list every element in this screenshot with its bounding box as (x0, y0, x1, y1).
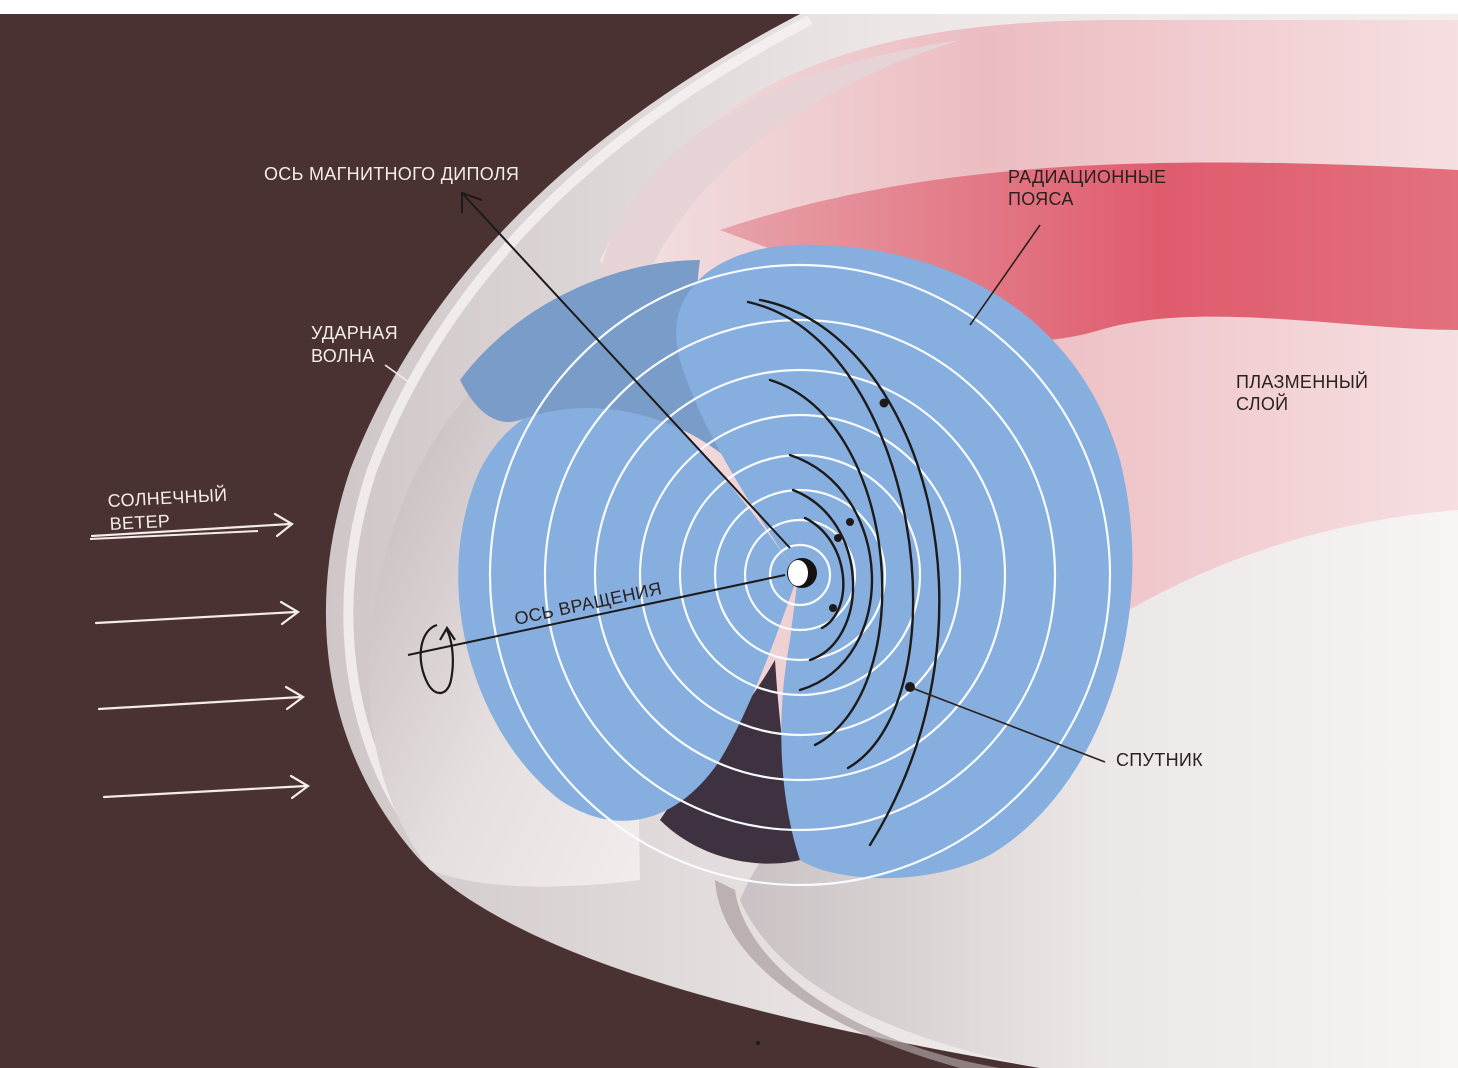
radiation-belts-label-2: ПОЯСА (1008, 189, 1074, 209)
dipole-axis-label: ОСЬ МАГНИТНОГО ДИПОЛЯ (264, 164, 519, 184)
earth (787, 558, 817, 588)
plasma-sheet-label-1: ПЛАЗМЕННЫЙ (1236, 371, 1368, 392)
print-speck (756, 1041, 760, 1045)
shock-wave-label-2: ВОЛНА (311, 346, 375, 366)
radiation-belts-label-1: РАДИАЦИОННЫЕ (1008, 167, 1166, 187)
top-margin (0, 0, 1458, 14)
plasma-sheet-label-2: СЛОЙ (1236, 393, 1288, 414)
shock-wave-label-1: УДАРНАЯ (311, 323, 398, 343)
solar-wind-label-2: ВЕТЕР (109, 511, 170, 534)
satellite-label: СПУТНИК (1116, 750, 1203, 770)
